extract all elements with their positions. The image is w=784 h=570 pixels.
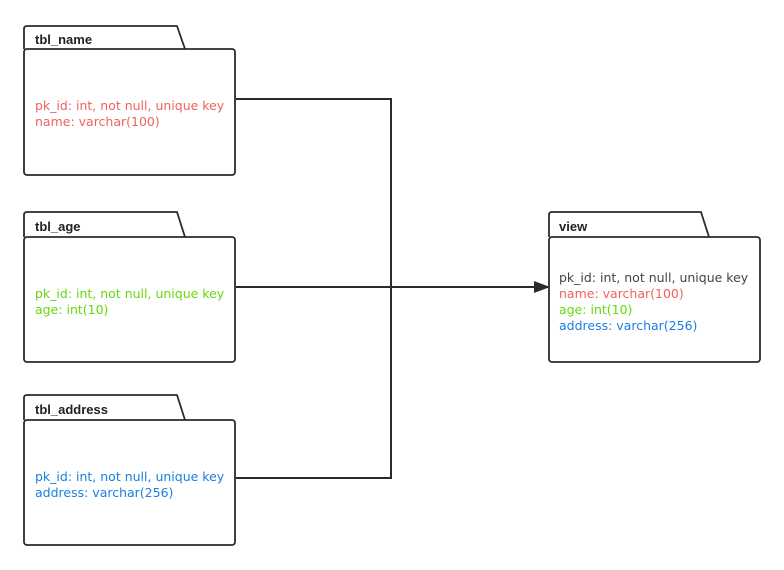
- title-view: view: [559, 219, 588, 234]
- field-tbl-name-name: name: varchar(100): [35, 114, 160, 129]
- entity-tbl-address[interactable]: tbl_address: [23, 394, 236, 546]
- field-tbl-address-pk-id: pk_id: int, not null, unique key: [35, 469, 225, 484]
- field-tbl-age-age: age: int(10): [35, 302, 109, 317]
- field-view-pk-id: pk_id: int, not null, unique key: [559, 270, 749, 285]
- title-tbl-name: tbl_name: [35, 32, 92, 47]
- title-tbl-age: tbl_age: [35, 219, 81, 234]
- field-view-address: address: varchar(256): [559, 318, 698, 333]
- connectors: [236, 98, 550, 479]
- fields-tbl-age: pk_id: int, not null, unique key age: in…: [35, 286, 224, 318]
- tab-view: [548, 211, 710, 238]
- fields-tbl-name: pk_id: int, not null, unique key name: v…: [35, 98, 224, 130]
- fields-tbl-address: pk_id: int, not null, unique key address…: [35, 469, 224, 501]
- tab-tbl-age: [23, 211, 186, 238]
- fields-view: pk_id: int, not null, unique key name: v…: [559, 270, 748, 334]
- body-tbl-age: [23, 236, 236, 363]
- field-view-age: age: int(10): [559, 302, 633, 317]
- field-view-name: name: varchar(100): [559, 286, 684, 301]
- body-tbl-name: [23, 48, 236, 176]
- body-tbl-address: [23, 419, 236, 546]
- field-tbl-address-address: address: varchar(256): [35, 485, 174, 500]
- entity-tbl-name[interactable]: tbl_name: [23, 25, 236, 176]
- entity-view[interactable]: view: [548, 211, 761, 363]
- field-tbl-age-pk-id: pk_id: int, not null, unique key: [35, 286, 225, 301]
- entity-tbl-age[interactable]: tbl_age: [23, 211, 236, 363]
- tab-tbl-address: [23, 394, 186, 421]
- title-tbl-address: tbl_address: [35, 402, 108, 417]
- body-view: [548, 236, 761, 363]
- tab-tbl-name: [23, 25, 186, 50]
- field-tbl-name-pk-id: pk_id: int, not null, unique key: [35, 98, 225, 113]
